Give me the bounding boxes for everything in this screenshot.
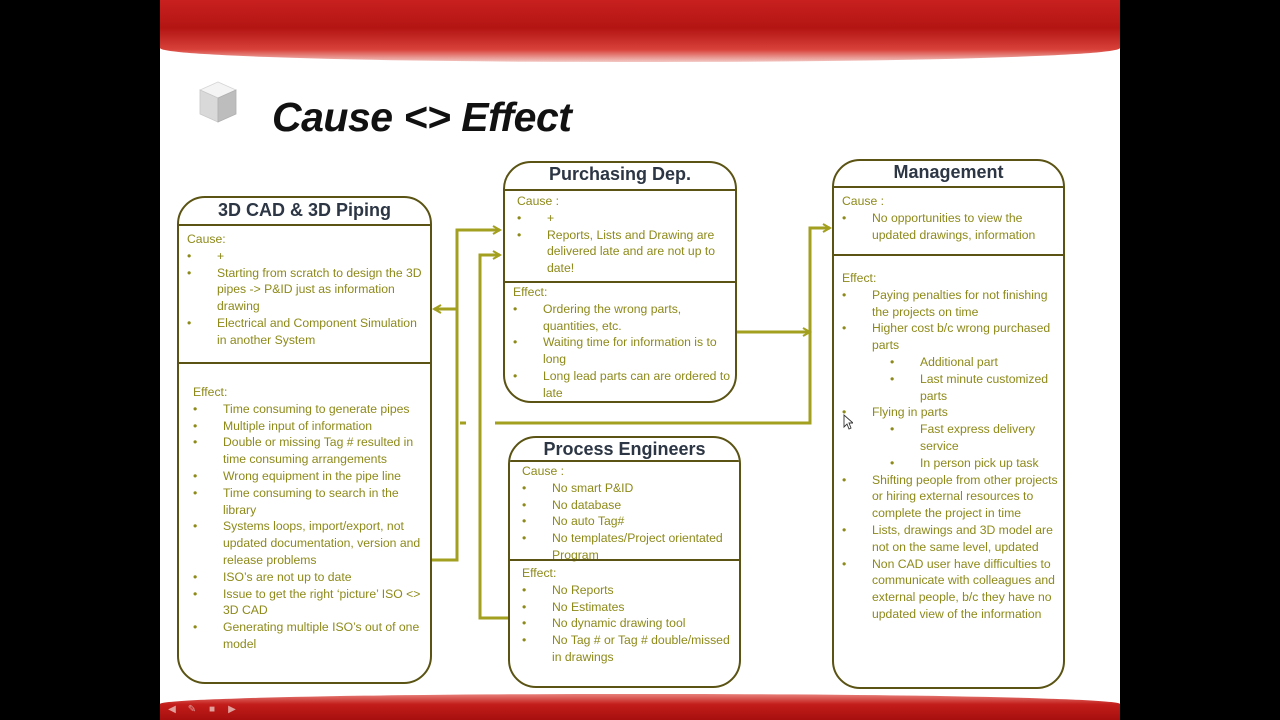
purchasing-effect-item: Long lead parts can are ordered to late [513, 368, 731, 401]
management-effect-item: Paying penalties for not finishing the p… [842, 287, 1062, 321]
purchasing-cause-label: Cause : [517, 194, 560, 208]
cad-effect-item: Wrong equipment in the pipe line [193, 468, 423, 485]
purchasing-effect-item: Waiting time for information is to long [513, 334, 731, 368]
management-cause-item: No opportunities to view the updated dra… [842, 210, 1060, 244]
cad-effect-item: Double or missing Tag # resulted in time… [193, 434, 423, 468]
management-effect-subitem: Additional part [890, 354, 1062, 371]
cad-title-divider [179, 224, 430, 226]
process-effect-label: Effect: [522, 566, 557, 580]
purchasing-cause-item: Reports, Lists and Drawing are delivered… [517, 227, 729, 277]
management-effect-item: Lists, drawings and 3D model are not on … [842, 522, 1062, 556]
previous-slide-icon[interactable]: ◀ [168, 704, 176, 715]
process-cause-effect-divider [510, 559, 739, 561]
management-effect-item: Higher cost b/c wrong purchased parts [842, 320, 1062, 354]
purchasing-effect-item: Ordering the wrong parts, quantities, et… [513, 301, 731, 335]
next-slide-icon[interactable]: ▶ [228, 704, 236, 715]
process-cause-item: No smart P&ID [522, 480, 737, 497]
management-effect-item: Flying in parts [842, 404, 1062, 421]
cad-cause-section: Cause: + Starting from scratch to design… [187, 231, 425, 349]
process-cause-label: Cause : [522, 464, 565, 478]
process-cause-item: No auto Tag# [522, 513, 737, 530]
cad-effect-item: Multiple input of information [193, 418, 423, 435]
purchasing-effect-label: Effect: [513, 285, 548, 299]
process-effect-section: Effect: No Reports No Estimates No dynam… [522, 565, 737, 666]
management-effect-item: Shifting people from other projects or h… [842, 472, 1062, 522]
purchasing-title: Purchasing Dep. [548, 164, 692, 184]
process-title-divider [510, 460, 739, 462]
connector-lines [432, 0, 1120, 620]
cad-effect-item: ISO’s are not up to date [193, 569, 423, 586]
connector-cad-to-purchasing [432, 230, 500, 562]
purchasing-box: Purchasing Dep. Cause : + Reports, Lists… [503, 161, 737, 403]
cad-piping-box: 3D CAD & 3D Piping Cause: + Starting fro… [177, 196, 432, 684]
cad-effect-item: Systems loops, import/export, not update… [193, 518, 423, 568]
cad-cause-label: Cause: [187, 232, 226, 246]
cad-effect-label: Effect: [193, 385, 228, 399]
slide-nav-controls: ◀ ✎ ■ ▶ [166, 704, 238, 715]
connector-process-to-purchasing [478, 255, 508, 620]
process-effect-item: No dynamic drawing tool [522, 615, 737, 632]
process-cause-item: No templates/Project orientated Program [522, 530, 737, 564]
management-title: Management [893, 162, 1004, 182]
slide: Cause <> Effect 3D CAD & 3D Piping Cause… [160, 0, 1120, 720]
management-effect-subitem: In person pick up task [890, 455, 1062, 472]
management-effect-subitem: Last minute customized parts [890, 371, 1062, 405]
cad-piping-title: 3D CAD & 3D Piping [217, 200, 391, 220]
management-cause-label: Cause : [842, 194, 885, 208]
cad-cause-item: Electrical and Component Simulation in a… [187, 315, 425, 349]
purchasing-cause-effect-divider [505, 281, 735, 283]
management-effect-item: Non CAD user have difficulties to commun… [842, 556, 1062, 623]
cad-effect-item: Issue to get the right ‘picture’ ISO <> … [193, 586, 423, 620]
management-box: Management Cause : No opportunities to v… [832, 159, 1065, 689]
cad-cause-item: Starting from scratch to design the 3D p… [187, 265, 425, 315]
process-cause-section: Cause : No smart P&ID No database No aut… [522, 463, 737, 564]
cad-cause-item: + [187, 248, 425, 265]
purchasing-effect-section: Effect: Ordering the wrong parts, quanti… [513, 284, 731, 401]
purchasing-cause-section: Cause : + Reports, Lists and Drawing are… [517, 193, 729, 277]
mouse-cursor-icon [843, 414, 853, 430]
bottom-banner [160, 694, 1120, 720]
process-engineers-box: Process Engineers Cause : No smart P&ID … [508, 436, 741, 688]
cad-effect-item: Generating multiple ISO’s out of one mod… [193, 619, 423, 653]
management-effect-section: Effect: Paying penalties for not finishi… [842, 270, 1062, 623]
cad-cause-effect-divider [179, 362, 430, 364]
process-effect-item: No Estimates [522, 599, 737, 616]
management-effect-subitem: Fast express delivery service [890, 421, 1062, 455]
purchasing-title-divider [505, 189, 735, 191]
top-banner [160, 0, 1120, 62]
slide-menu-icon[interactable]: ■ [208, 704, 216, 715]
process-engineers-title: Process Engineers [543, 439, 706, 459]
cad-effect-item: Time consuming to search in the library [193, 485, 423, 519]
cad-effect-section: Effect: Time consuming to generate pipes… [193, 384, 423, 653]
pen-icon[interactable]: ✎ [187, 704, 197, 715]
purchasing-cause-item: + [517, 210, 729, 227]
management-title-divider [834, 186, 1063, 188]
connector-management-branch [495, 228, 830, 425]
process-cause-item: No database [522, 497, 737, 514]
management-effect-label: Effect: [842, 271, 877, 285]
page-title: Cause <> Effect [272, 94, 572, 140]
management-cause-section: Cause : No opportunities to view the upd… [842, 193, 1060, 243]
management-cause-effect-divider [834, 254, 1063, 256]
process-effect-item: No Reports [522, 582, 737, 599]
process-effect-item: No Tag # or Tag # double/missed in drawi… [522, 632, 737, 666]
cad-effect-item: Time consuming to generate pipes [193, 401, 423, 418]
cube-icon [199, 81, 237, 123]
